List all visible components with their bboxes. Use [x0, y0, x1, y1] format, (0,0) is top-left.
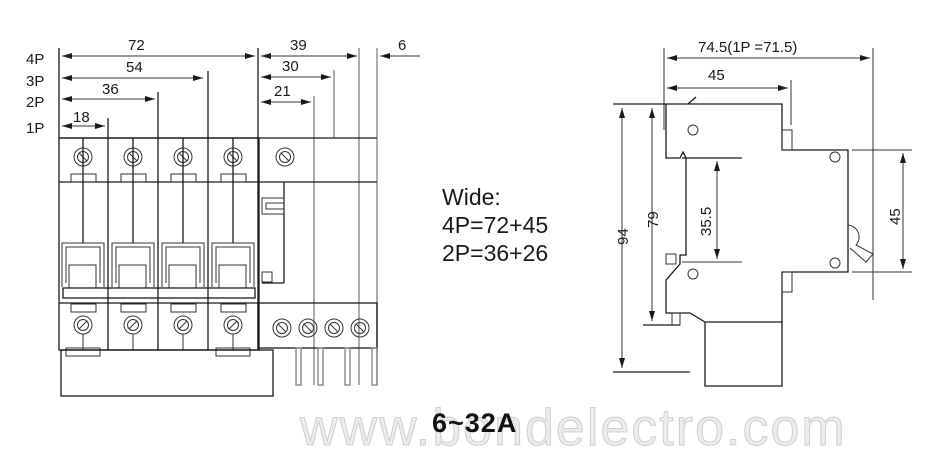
dim-72: 72	[128, 37, 145, 54]
dim-21: 21	[274, 83, 291, 100]
pole-label-4p: 4P	[26, 51, 44, 68]
wide-note: Wide: 4P=72+45 2P=36+26	[442, 183, 548, 267]
dim-overall-width: 74.5(1P =71.5)	[698, 39, 797, 56]
dim-din-rail: 35.5	[698, 207, 715, 236]
pole-label-3p: 3P	[26, 73, 44, 90]
dim-36: 36	[102, 81, 119, 98]
dim-height-overall: 94	[615, 228, 632, 245]
dim-body-width: 45	[708, 67, 725, 84]
bottom-terminal-screws	[73, 315, 370, 338]
current-rating: 6~32A	[432, 408, 518, 438]
dim-39: 39	[290, 37, 307, 54]
pole-label-1p: 1P	[26, 120, 44, 137]
top-terminal-screws	[73, 147, 295, 167]
dim-height-body: 79	[645, 211, 662, 228]
wide-note-2p: 2P=36+26	[442, 240, 549, 266]
front-view: 4P 3P 2P 1P 72 54 36 18 39 30 21 6	[26, 37, 420, 397]
pole-label-2p: 2P	[26, 94, 44, 111]
wide-note-title: Wide:	[442, 184, 501, 210]
side-view: 74.5(1P =71.5) 45 94 79 35.5 45	[613, 39, 912, 387]
watermark: www.bondelectro.com	[300, 399, 847, 458]
dim-front-height: 45	[887, 208, 904, 225]
dim-30: 30	[282, 58, 299, 75]
dim-6: 6	[398, 37, 406, 54]
dim-54: 54	[126, 59, 143, 76]
wide-note-4p: 4P=72+45	[442, 212, 549, 238]
dim-18: 18	[73, 109, 90, 126]
